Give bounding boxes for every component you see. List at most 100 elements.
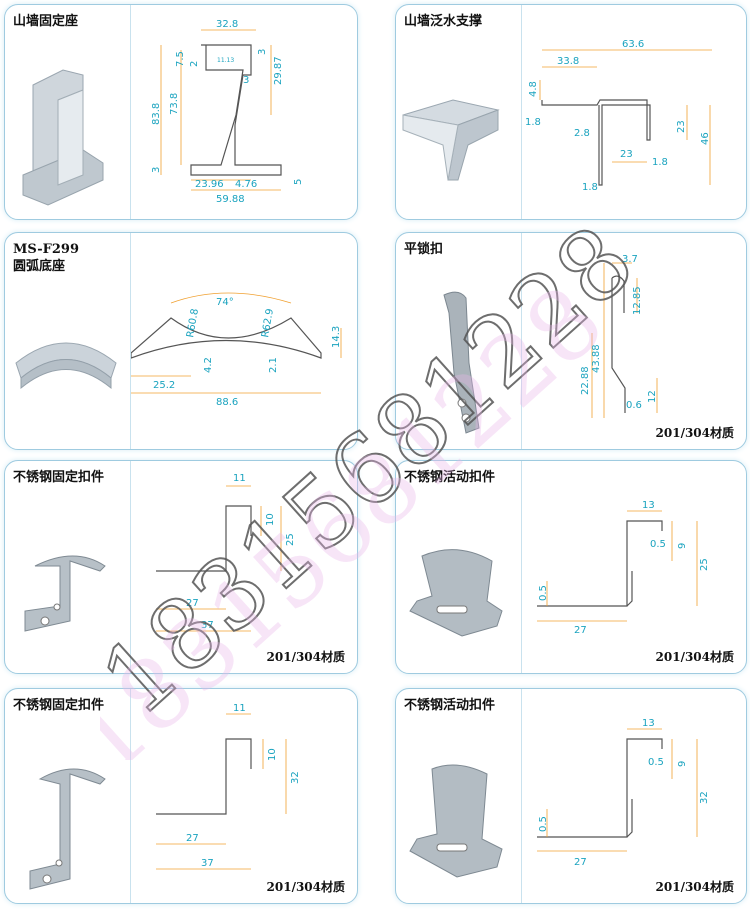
product-photo [402, 99, 500, 181]
dim-label: 23.96 [195, 179, 224, 190]
dim-label: 1.8 [582, 182, 598, 193]
dim-label: 7.5 [175, 51, 186, 67]
card-title: 山墙固定座 [13, 14, 79, 29]
dim-label: 0.5 [650, 539, 666, 550]
dim-label: 3 [151, 167, 162, 173]
product-photo [29, 768, 106, 890]
dim-label: 46 [700, 132, 711, 145]
dim-label: 5 [293, 179, 304, 185]
dim-label: 12.85 [632, 286, 643, 315]
dim-label: 27 [574, 625, 587, 636]
card-title: 不锈钢活动扣件 [404, 470, 496, 485]
dim-label: 37 [201, 620, 214, 631]
product-photo [24, 555, 106, 632]
dim-label: 4.2 [203, 357, 214, 373]
dim-label: R62.9 [260, 308, 276, 339]
material-note: 201/304材质 [266, 880, 345, 894]
dim-label: 13 [642, 500, 655, 511]
card-gable-flashing-support: 山墙泛水支撑 63.6 33.8 4.8 1.8 2.8 23 46 23 1.… [395, 4, 747, 220]
dim-label: 22.88 [580, 366, 591, 395]
dim-label: 1.8 [525, 117, 541, 128]
divider [521, 461, 522, 673]
card-arc-base: MS-F299 圆弧底座 74° R60.8 R62.9 14.3 4.2 2.… [4, 232, 358, 450]
dim-label: 32 [699, 791, 710, 804]
dim-label: 25 [285, 533, 296, 546]
dim-label: 37 [201, 858, 214, 869]
dim-label: 11 [233, 473, 246, 484]
card-stainless-sliding-clip-32: 不锈钢活动扣件 13 0.5 9 32 0.5 27 201/304材质 [395, 688, 747, 904]
card-title: 山墙泛水支撑 [404, 14, 483, 29]
dim-label: 27 [186, 833, 199, 844]
dim-label: 11 [233, 703, 246, 714]
dim-label: 59.88 [216, 194, 245, 205]
dim-label: 63.6 [622, 39, 644, 50]
dimension-drawing: 3.7 12.85 43.88 22.88 0.6 12 [580, 254, 658, 418]
card-title: 不锈钢固定扣件 [13, 470, 105, 485]
dim-label: 83.8 [151, 103, 162, 125]
dim-label: 3.7 [622, 254, 638, 265]
dim-label: 2.1 [268, 357, 279, 373]
divider [130, 689, 131, 903]
card-title: 不锈钢活动扣件 [404, 698, 496, 713]
dim-label: 14.3 [331, 326, 342, 348]
dim-label: 10 [267, 748, 278, 761]
dimension-drawing: 32.8 7.5 2 11.13 3 29.87 83.8 73.8 3 3 2… [151, 19, 304, 205]
card-title: 不锈钢固定扣件 [13, 698, 105, 713]
dim-label: 73.8 [169, 93, 180, 115]
divider [130, 5, 131, 219]
dimension-drawing: 11 10 32 27 37 [156, 703, 301, 870]
dim-label: 0.5 [538, 816, 549, 832]
dimension-drawing: 74° R60.8 R62.9 14.3 4.2 2.1 25.2 88.6 [131, 292, 342, 408]
dim-label: 11.13 [217, 57, 234, 64]
product-photo [409, 549, 503, 637]
dim-label: 25 [699, 558, 710, 571]
dim-label: 88.6 [216, 397, 238, 408]
card-title: MS-F299 圆弧底座 [13, 242, 80, 274]
dim-label: 10 [265, 513, 276, 526]
dim-label: 27 [574, 857, 587, 868]
product-photo [409, 764, 503, 878]
dim-label: 23 [620, 149, 633, 160]
material-note: 201/304材质 [655, 880, 734, 894]
material-note: 201/304材质 [655, 426, 734, 440]
dim-label: 13 [642, 718, 655, 729]
dimension-drawing: 13 0.5 9 25 0.5 27 [537, 500, 710, 636]
dim-label: 3 [243, 75, 249, 86]
dim-label: 33.8 [557, 56, 579, 67]
divider [521, 233, 522, 449]
dim-label: 25.2 [153, 380, 175, 391]
product-photo [443, 291, 480, 434]
card-title: 平锁扣 [404, 242, 444, 257]
dim-label: 2 [189, 61, 200, 67]
dim-label: 43.88 [591, 344, 602, 373]
divider [130, 233, 131, 449]
dim-label: 23 [676, 120, 687, 133]
dimension-drawing: 63.6 33.8 4.8 1.8 2.8 23 46 23 1.8 1.8 [525, 39, 712, 193]
dimension-drawing: 11 10 25 27 37 [156, 473, 296, 632]
dim-label: 27 [186, 598, 199, 609]
dim-label: 9 [677, 761, 688, 767]
dim-label: 29.87 [273, 56, 284, 85]
dim-label: 3 [257, 49, 268, 55]
card-stainless-sliding-clip: 不锈钢活动扣件 13 0.5 9 25 0.5 27 201/304材质 [395, 460, 747, 674]
divider [521, 689, 522, 903]
dimension-drawing: 13 0.5 9 32 0.5 27 [537, 718, 710, 868]
material-note: 201/304材质 [266, 650, 345, 664]
card-flat-lock-clip: 平锁扣 3.7 12.85 43.88 22.88 0.6 12 201/304… [395, 232, 747, 450]
dim-label: 32.8 [216, 19, 238, 30]
material-note: 201/304材质 [655, 650, 734, 664]
card-gable-wall-mount: 山墙固定座 32.8 7.5 2 11.13 3 29.87 83.8 73.8… [4, 4, 358, 220]
product-photo [15, 342, 117, 390]
dim-label: 4.8 [528, 81, 539, 97]
divider [521, 5, 522, 219]
dim-label: 1.8 [652, 157, 668, 168]
dim-label: 32 [290, 771, 301, 784]
dim-label: 0.5 [538, 585, 549, 601]
card-stainless-fixed-clip: 不锈钢固定扣件 11 10 25 27 37 201/304材质 [4, 460, 358, 674]
divider [130, 461, 131, 673]
dim-label: 4.76 [235, 179, 257, 190]
card-stainless-fixed-clip-32: 不锈钢固定扣件 11 10 32 27 37 201/304材质 [4, 688, 358, 904]
dim-label: 0.6 [626, 400, 642, 411]
dim-label: 12 [647, 390, 658, 403]
dim-label: 2.8 [574, 128, 590, 139]
